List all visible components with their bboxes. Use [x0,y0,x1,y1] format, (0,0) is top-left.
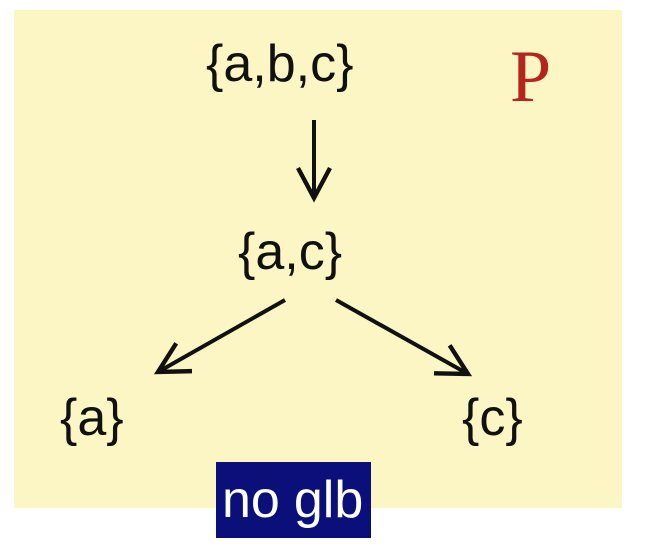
node-abc: {a,b,c} [206,35,354,93]
node-a: {a} [60,389,124,447]
edge-ac-to-a [153,298,286,375]
badge-word-no: no [216,462,288,538]
diagram-panel [14,10,622,508]
poset-label: P [510,36,552,118]
edge-ac-to-c [335,298,473,377]
badge-word-glb: glb [287,462,372,538]
node-ac: {a,c} [238,223,343,281]
no-glb-badge: no glb [216,462,372,538]
node-c: {c} [462,389,523,447]
